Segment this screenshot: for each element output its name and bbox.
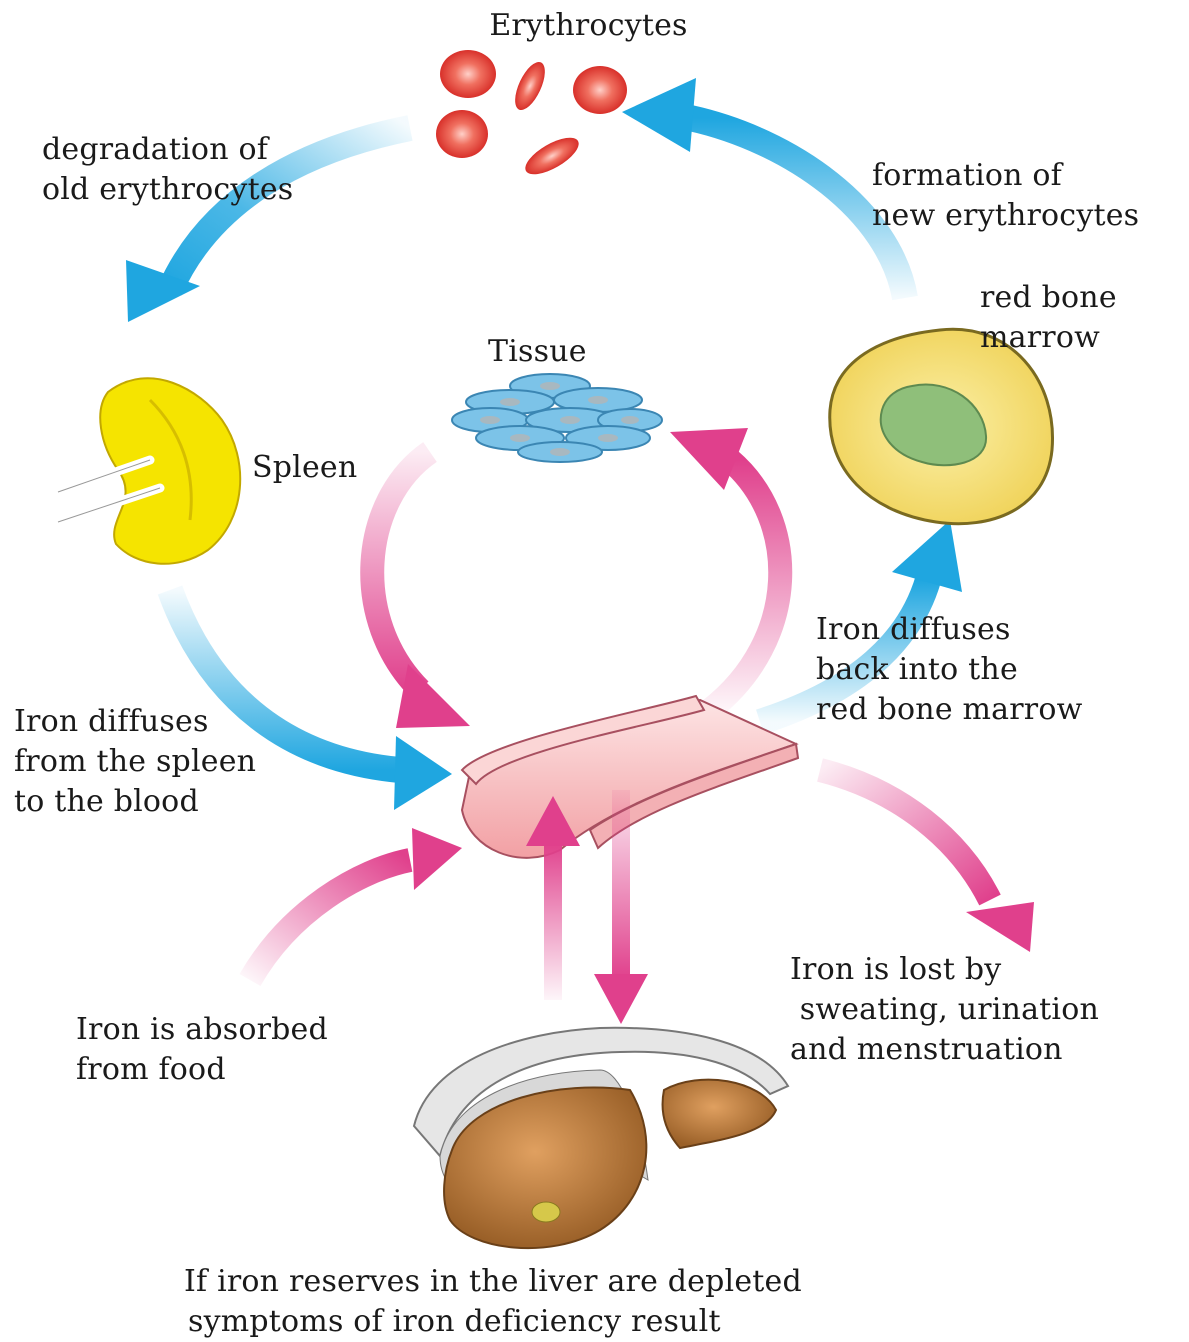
erythrocyte-cell	[520, 131, 584, 182]
erythrocyte-cell	[440, 50, 496, 98]
diffuses-back-label: Iron diffuses back into the red bone mar…	[816, 610, 1082, 730]
spleen-illustration	[58, 378, 240, 564]
arrow-blood-to-tissue	[670, 428, 780, 710]
formation-label: formation of new erythrocytes	[872, 156, 1139, 236]
erythrocyte-cell	[436, 110, 488, 158]
iron-lost-label: Iron is lost by sweating, urination and …	[790, 950, 1099, 1070]
erythrocyte-cell	[573, 66, 627, 114]
spleen-label: Spleen	[252, 448, 357, 488]
tissue-illustration	[452, 374, 662, 462]
erythrocyte-cell	[509, 58, 551, 114]
liver-illustration	[414, 1028, 788, 1248]
iron-absorbed-label: Iron is absorbed from food	[76, 1010, 328, 1090]
degradation-label: degradation of old erythrocytes	[42, 130, 293, 210]
arrow-tissue-to-blood	[372, 452, 470, 728]
arrow-formation	[622, 78, 905, 298]
erythrocytes-illustration	[436, 50, 627, 181]
arrow-iron-lost	[820, 770, 1034, 952]
bone-marrow-illustration	[830, 329, 1053, 523]
erythrocytes-label: Erythrocytes	[0, 6, 1189, 46]
arrow-food-absorption	[250, 828, 462, 980]
liver-depletion-label: If iron reserves in the liver are deplet…	[184, 1262, 802, 1342]
diffuses-from-spleen-label: Iron diffuses from the spleen to the blo…	[14, 702, 256, 822]
red-bone-marrow-label: red bone marrow	[980, 278, 1117, 358]
tissue-label: Tissue	[488, 332, 587, 372]
